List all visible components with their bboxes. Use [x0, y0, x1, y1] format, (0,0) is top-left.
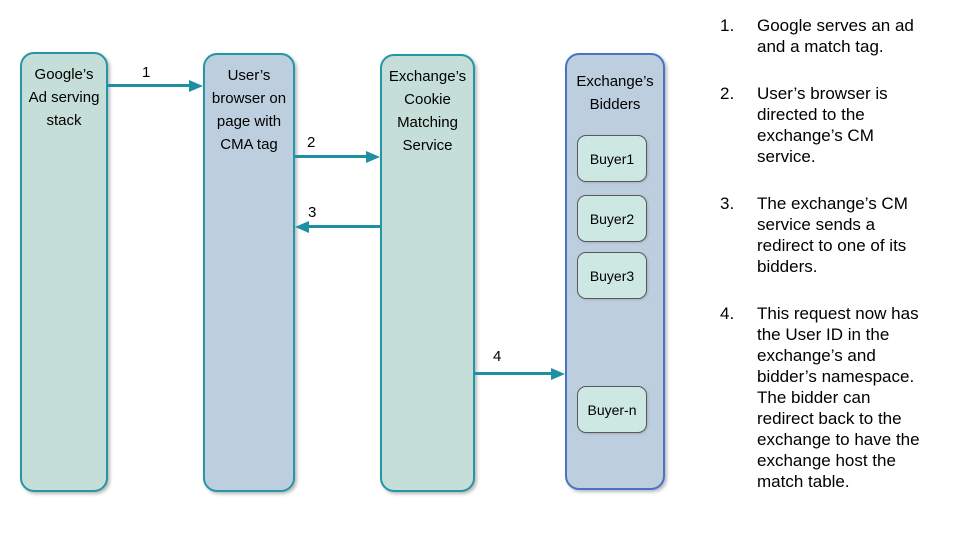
buyer-box-3: Buyer3 [577, 252, 647, 299]
arrow-4-line [473, 372, 552, 375]
arrow-2-label: 2 [307, 134, 316, 151]
arrow-2-head-icon [366, 151, 380, 163]
step-list: 1. Google serves an ad and a match tag. … [720, 15, 938, 518]
step-item-4: 4. This request now has the User ID in t… [720, 303, 938, 492]
step-text: The exchange’s CM service sends a redire… [757, 194, 908, 276]
step-item-3: 3. The exchange’s CM service sends a red… [720, 193, 938, 277]
step-text: This request now has the User ID in the … [757, 304, 920, 491]
arrow-1-line [107, 84, 190, 87]
step-text: User’s browser is directed to the exchan… [757, 84, 888, 166]
arrow-2-line [295, 155, 367, 158]
buyer-box-1: Buyer1 [577, 135, 647, 182]
step-number: 2. [720, 84, 735, 103]
step-item-1: 1. Google serves an ad and a match tag. [720, 15, 938, 57]
arrow-3-head-icon [295, 221, 309, 233]
arrow-1-head-icon [189, 80, 203, 92]
buyer-box-2: Buyer2 [577, 195, 647, 242]
arrow-1-label: 1 [142, 64, 151, 81]
node-users-browser: User’s browser on page with CMA tag [203, 53, 295, 492]
arrow-4-head-icon [551, 368, 565, 380]
arrow-3-line [308, 225, 380, 228]
buyer-box-n: Buyer-n [577, 386, 647, 433]
arrow-3-label: 3 [308, 204, 317, 221]
arrow-4-label: 4 [493, 348, 502, 365]
step-number: 3. [720, 194, 735, 213]
step-item-2: 2. User’s browser is directed to the exc… [720, 83, 938, 167]
step-text: Google serves an ad and a match tag. [757, 16, 914, 56]
step-number: 4. [720, 304, 735, 323]
node-cookie-matching-service: Exchange’s Cookie Matching Service [380, 54, 475, 492]
node-google-ad-serving-stack: Google’s Ad serving stack [20, 52, 108, 492]
step-number: 1. [720, 16, 735, 35]
